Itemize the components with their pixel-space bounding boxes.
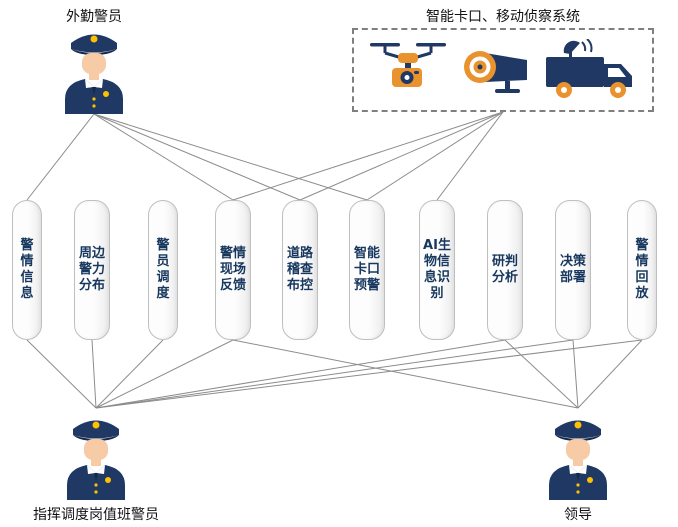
- drone-icon: [369, 43, 446, 87]
- usecase-label: 道路 稽查 布控: [286, 246, 313, 293]
- cctv-camera-icon: [463, 51, 527, 93]
- box-decision: 决策 部署: [555, 200, 591, 340]
- field-officer-label: 外勤警员: [66, 9, 122, 25]
- box-scene-feedback: 警情 现场 反馈: [215, 200, 251, 340]
- recon-system-label: 智能卡口、移动侦察系统: [426, 9, 580, 25]
- actor-field-officer: [58, 22, 130, 114]
- box-replay: 警 情 回 放: [627, 200, 657, 340]
- actor-leader: [542, 408, 614, 500]
- usecase-label: 警 情 回 放: [635, 238, 649, 301]
- police-officer-icon: [65, 34, 123, 114]
- usecase-label: 决策 部署: [559, 254, 586, 285]
- box-analysis: 研判 分析: [487, 200, 523, 340]
- actor-dispatcher: [60, 408, 132, 500]
- box-ai-biometric: AI生 物信 息识 别: [419, 200, 455, 340]
- usecase-label: 警 情 信 息: [20, 238, 34, 301]
- leader-label: 领导: [564, 507, 592, 523]
- box-police-info: 警 情 信 息: [12, 200, 42, 340]
- usecase-label: 警 员 调 度: [156, 238, 170, 301]
- usecase-label: 智能 卡口 预警: [353, 246, 380, 293]
- usecase-label: 研判 分析: [491, 254, 518, 285]
- box-checkpoint-warning: 智能 卡口 预警: [349, 200, 385, 340]
- satellite-truck-icon: [546, 39, 633, 98]
- recon-system: [352, 28, 654, 112]
- box-officer-dispatch: 警 员 调 度: [148, 200, 178, 340]
- police-officer-icon: [549, 420, 607, 500]
- usecase-label: 警情 现场 反馈: [219, 246, 246, 293]
- usecase-label: AI生 物信 息识 别: [423, 238, 451, 301]
- box-road-control: 道路 稽查 布控: [282, 200, 318, 340]
- dispatcher-label: 指挥调度岗值班警员: [33, 507, 159, 523]
- box-force-distribution: 周边 警力 分布: [74, 200, 110, 340]
- usecase-label: 周边 警力 分布: [78, 246, 105, 293]
- police-officer-icon: [67, 420, 125, 500]
